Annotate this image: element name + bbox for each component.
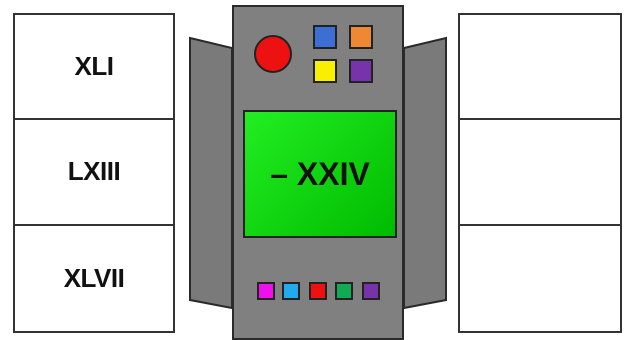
answer-column: [458, 13, 622, 333]
bottom-button-red[interactable]: [309, 282, 327, 300]
top-button-yellow[interactable]: [313, 59, 337, 83]
input-cell: XLVII: [15, 226, 173, 331]
answer-cell[interactable]: [460, 15, 620, 120]
input-cell: XLI: [15, 15, 173, 120]
answer-cell[interactable]: [460, 226, 620, 331]
bottom-button-magenta[interactable]: [257, 282, 275, 300]
answer-cell[interactable]: [460, 120, 620, 225]
display-screen: – XXIV: [243, 110, 397, 238]
right-flap: [404, 38, 446, 308]
top-button-orange[interactable]: [349, 25, 373, 49]
top-button-blue[interactable]: [313, 25, 337, 49]
red-button[interactable]: [254, 35, 292, 73]
top-button-purple[interactable]: [349, 59, 373, 83]
machine: – XXIV: [232, 5, 404, 340]
bottom-button-green[interactable]: [335, 282, 353, 300]
bottom-button-sky-blue[interactable]: [282, 282, 300, 300]
input-cell: LXIII: [15, 120, 173, 225]
display-value: – XXIV: [270, 156, 370, 193]
input-column: XLI LXIII XLVII: [13, 13, 175, 333]
bottom-button-purple[interactable]: [362, 282, 380, 300]
left-flap: [190, 38, 232, 308]
